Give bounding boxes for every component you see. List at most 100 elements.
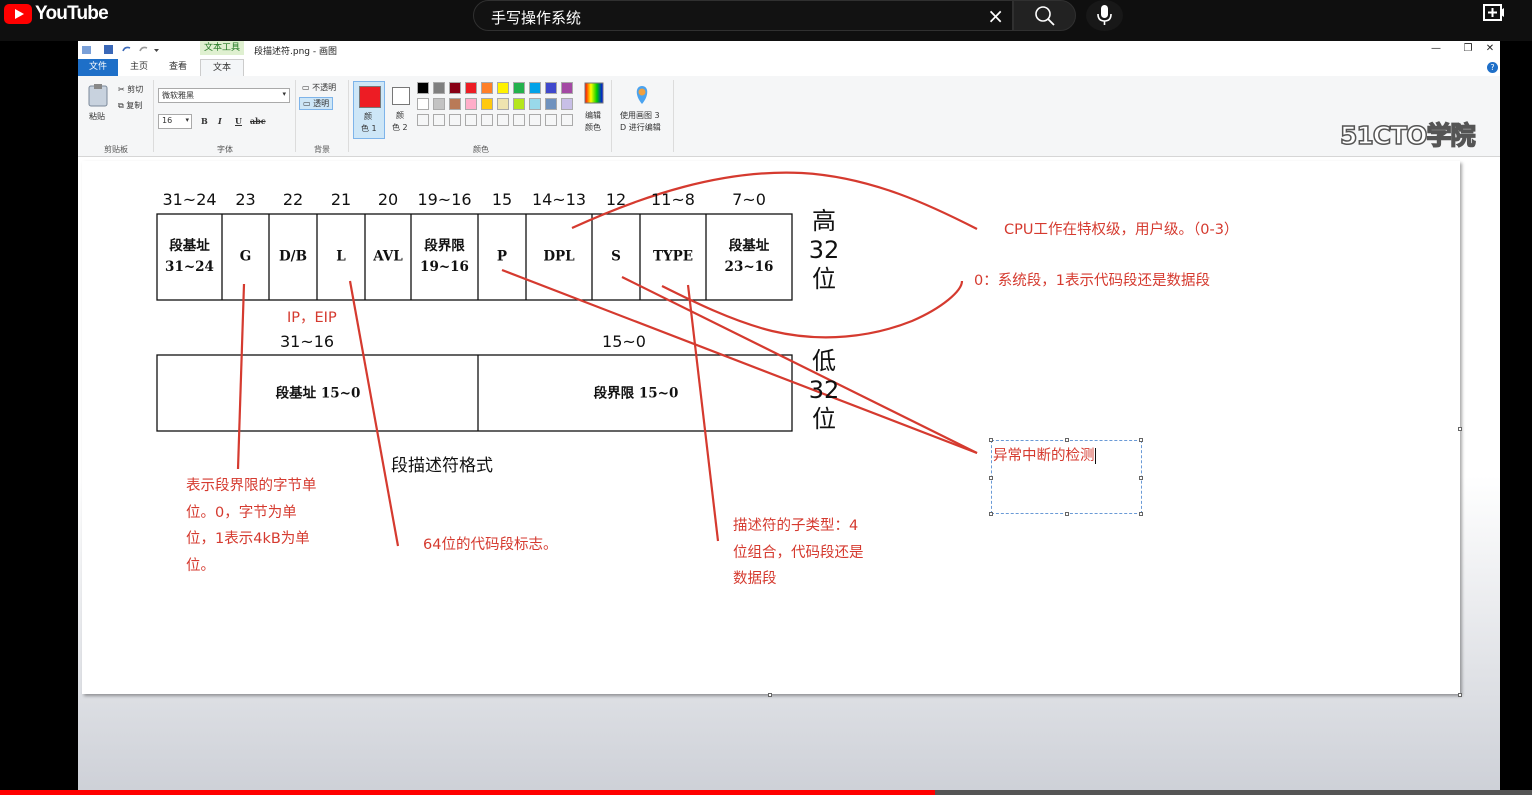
palette-swatch[interactable]: [465, 82, 477, 94]
palette-swatch[interactable]: [529, 82, 541, 94]
italic-button[interactable]: I: [218, 116, 222, 126]
palette-swatch[interactable]: [433, 98, 445, 110]
custom-color-slot[interactable]: [481, 114, 493, 126]
palette-swatch[interactable]: [513, 98, 525, 110]
font-family-select[interactable]: 微软雅黑 ▾: [158, 88, 290, 103]
resize-handle[interactable]: [989, 438, 993, 442]
watermark-51cto: 51CTO学院: [1339, 120, 1476, 151]
canvas-resize-handle[interactable]: [1458, 427, 1462, 431]
palette-swatch[interactable]: [417, 82, 429, 94]
descriptor-diagram: [156, 171, 978, 547]
minimize-icon[interactable]: —: [1431, 43, 1441, 54]
high-bit-label: 20: [377, 190, 399, 209]
color2-button[interactable]: 颜 色 2: [389, 81, 419, 139]
resize-handle[interactable]: [1139, 438, 1143, 442]
palette-swatch[interactable]: [513, 82, 525, 94]
custom-color-slot[interactable]: [513, 114, 525, 126]
tab-home[interactable]: 主页: [129, 62, 148, 72]
document-title: 段描述符.png - 画图: [254, 47, 337, 57]
palette-swatch[interactable]: [465, 98, 477, 110]
canvas-resize-handle[interactable]: [768, 693, 772, 697]
opaque-option[interactable]: ▭ 不透明: [302, 83, 337, 92]
palette-swatch[interactable]: [561, 82, 573, 94]
palette-swatch[interactable]: [481, 82, 493, 94]
custom-color-slot[interactable]: [417, 114, 429, 126]
custom-color-slot[interactable]: [497, 114, 509, 126]
cut-button[interactable]: ✂ 剪切: [118, 85, 144, 94]
edit-colors-label[interactable]: 编辑: [585, 111, 601, 120]
youtube-logo-text: YouTube: [35, 3, 109, 24]
palette-swatch[interactable]: [497, 82, 509, 94]
resize-handle[interactable]: [1139, 476, 1143, 480]
resize-handle[interactable]: [989, 512, 993, 516]
youtube-logo[interactable]: YouTube: [4, 3, 109, 24]
high-field-text: 段界限: [424, 238, 465, 254]
annotation-strokes: [236, 171, 978, 547]
custom-color-slot[interactable]: [449, 114, 461, 126]
high-field-text: DPL: [543, 248, 575, 265]
edit-colors-icon[interactable]: [584, 82, 604, 104]
cut-label: 剪切: [127, 85, 144, 94]
diagram-caption: 段描述符格式: [391, 456, 493, 476]
palette-swatch[interactable]: [481, 98, 493, 110]
voice-search-button[interactable]: [1086, 0, 1123, 31]
bold-button[interactable]: B: [201, 116, 208, 126]
underline-button[interactable]: U: [235, 116, 242, 126]
custom-color-slot[interactable]: [545, 114, 557, 126]
font-size-select[interactable]: 16 ▾: [158, 114, 192, 129]
copy-button[interactable]: ⧉ 复制: [118, 101, 143, 110]
close-icon[interactable]: ✕: [1485, 43, 1495, 54]
paste-label[interactable]: 粘贴: [89, 112, 105, 121]
resize-handle[interactable]: [1065, 512, 1069, 516]
resize-handle[interactable]: [989, 476, 993, 480]
clear-search-icon[interactable]: ×: [987, 4, 1004, 28]
active-text-box[interactable]: 异常中断的检测: [989, 438, 1143, 516]
palette-swatch[interactable]: [545, 98, 557, 110]
g-annotation-line: 位。0，字节为单: [186, 504, 297, 521]
video-progress-bar[interactable]: [0, 790, 1532, 795]
create-video-icon[interactable]: [1483, 3, 1505, 23]
help-icon[interactable]: ?: [1487, 62, 1498, 73]
custom-color-slot[interactable]: [529, 114, 541, 126]
resize-handle[interactable]: [1065, 438, 1069, 442]
paint3d-icon[interactable]: [632, 83, 652, 105]
palette-swatch[interactable]: [497, 98, 509, 110]
custom-color-slot[interactable]: [433, 114, 445, 126]
palette-swatch[interactable]: [417, 98, 429, 110]
search-input[interactable]: [489, 4, 973, 30]
g-arrow: [236, 283, 246, 470]
high-bit-label: 22: [282, 190, 304, 209]
restore-icon[interactable]: ❐: [1463, 43, 1473, 54]
high-field-text: 段基址: [728, 238, 770, 254]
tab-file[interactable]: 文件: [78, 59, 118, 76]
tab-text[interactable]: 文本: [200, 59, 244, 77]
palette-swatch[interactable]: [561, 98, 573, 110]
custom-color-slot[interactable]: [465, 114, 477, 126]
paste-icon[interactable]: [87, 83, 109, 107]
tab-view[interactable]: 查看: [168, 62, 187, 72]
paint3d-label[interactable]: 使用画图 3: [620, 111, 660, 120]
high-field-cell: TYPE: [653, 247, 693, 268]
high-bit-label: 14~13: [531, 190, 587, 209]
color1-button[interactable]: 颜 色 1: [353, 81, 385, 139]
palette-swatch[interactable]: [529, 98, 541, 110]
p-annotation[interactable]: 异常中断的检测: [993, 443, 1096, 470]
high-dword-cell-dividers: [221, 214, 707, 300]
font-family-value: 微软雅黑: [162, 91, 194, 100]
copy-label: 复制: [126, 101, 143, 110]
strikethrough-button[interactable]: abc: [250, 116, 266, 126]
palette-swatch[interactable]: [449, 98, 461, 110]
g-annotation-line: 表示段界限的字节单: [186, 478, 317, 494]
palette-swatch[interactable]: [433, 82, 445, 94]
palette-swatch[interactable]: [449, 82, 461, 94]
canvas-resize-handle[interactable]: [1458, 693, 1462, 697]
palette-swatch[interactable]: [545, 82, 557, 94]
p-annotation-text: 异常中断的检测: [993, 448, 1095, 464]
high-32-label: 高 32 位: [809, 207, 840, 294]
resize-handle[interactable]: [1139, 512, 1143, 516]
custom-color-slot[interactable]: [561, 114, 573, 126]
transparent-option[interactable]: ▭ 透明: [299, 97, 334, 110]
high-field-text: 31~24: [165, 259, 214, 275]
search-button[interactable]: [1013, 0, 1076, 31]
